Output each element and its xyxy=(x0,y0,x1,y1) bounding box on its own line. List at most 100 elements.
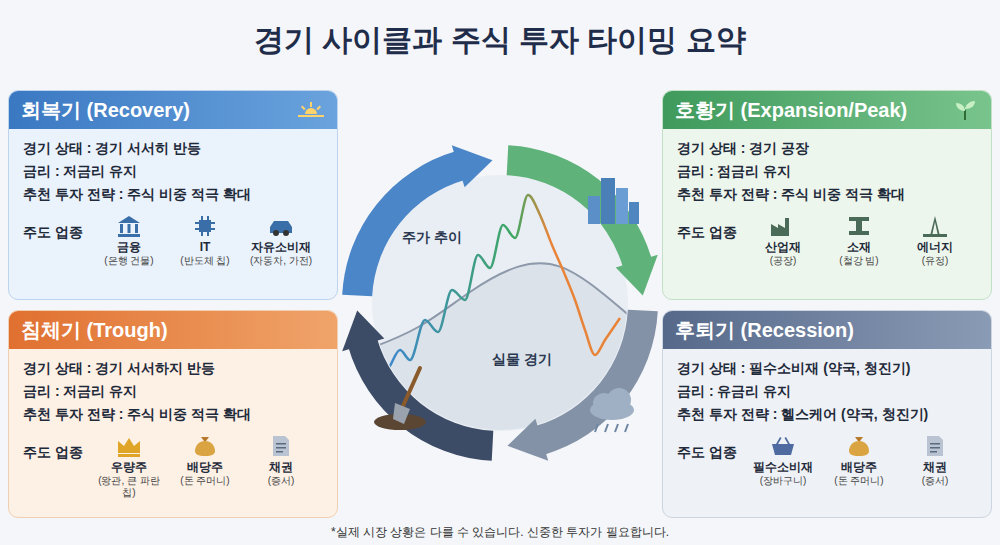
car-shape xyxy=(273,230,289,236)
chip-shape xyxy=(199,220,211,232)
phase-detail: 경기 상태 : 필수소비재 (약국, 청진기) xyxy=(677,357,979,380)
cloud xyxy=(607,388,631,412)
phase-detail: 추천 투자 전략 : 헬스케어 (약국, 청진기) xyxy=(677,403,979,426)
sector-item: 금융(은행 건물) xyxy=(91,214,167,267)
panel-header: 침체기 (Trough) xyxy=(9,311,337,349)
crown-shape xyxy=(118,438,140,453)
oil-icon xyxy=(921,214,949,238)
crown-shape xyxy=(118,454,140,457)
cycle-arc xyxy=(507,145,652,268)
cycle-arrowhead xyxy=(616,255,658,296)
shovel xyxy=(374,368,426,430)
building xyxy=(588,196,600,224)
sector-name: 필수소비재 xyxy=(745,460,821,475)
phase-detail: 금리 : 저금리 유지 xyxy=(23,160,325,183)
panel-header: 회복기 (Recovery) xyxy=(9,91,337,129)
sun-shape xyxy=(305,108,317,114)
sector-note: (공장) xyxy=(745,255,821,267)
sprout-shape xyxy=(956,101,975,111)
chart-label: 주가 추이 xyxy=(398,228,466,248)
chip-shape xyxy=(195,216,215,236)
cycle-arc xyxy=(342,151,465,296)
phase-detail: 경기 상태 : 경기 서서하지 반등 xyxy=(23,357,325,380)
building xyxy=(601,178,615,224)
bag-shape xyxy=(849,441,869,456)
sector-name: 에너지 xyxy=(897,240,973,255)
rain xyxy=(595,424,628,432)
doc-icon xyxy=(267,434,295,458)
sprout-icon xyxy=(951,98,979,122)
cycle-arrowhead xyxy=(452,145,493,187)
bag-icon xyxy=(191,434,219,458)
sector-label: 주도 업종 xyxy=(677,214,745,242)
doc-shape xyxy=(930,443,940,453)
shovel-blade xyxy=(393,403,410,424)
caption: *실제 시장 상황은 다를 수 있습니다. 신중한 투자가 필요합니다. xyxy=(0,524,1000,541)
sector-note: (증서) xyxy=(243,475,319,487)
car-icon xyxy=(267,214,295,238)
basket-shape xyxy=(772,444,794,455)
cycle-arrowhead xyxy=(342,310,384,351)
phase-panel: 후퇴기 (Recession) 경기 상태 : 필수소비재 (약국, 청진기)금리… xyxy=(662,310,992,518)
decorations xyxy=(374,178,639,432)
bag-icon xyxy=(845,434,873,458)
sector-item: 에너지(유정) xyxy=(897,214,973,267)
doc-shape xyxy=(927,436,943,456)
bank-shape xyxy=(120,224,138,233)
sector-item: IT(반도체 칩) xyxy=(167,214,243,267)
sector-name: 금융 xyxy=(91,240,167,255)
panel-header: 호황기 (Expansion/Peak) xyxy=(663,91,991,129)
cycle-arc xyxy=(348,338,493,461)
sector-item: 소재(철강 빔) xyxy=(821,214,897,267)
sector-note: (왕관, 큰 파란 칩) xyxy=(91,475,167,499)
factory-icon xyxy=(769,214,797,238)
sector-label: 주도 업종 xyxy=(23,214,91,242)
chart-label: 실물 경기 xyxy=(488,350,556,370)
sector-item: 채권(증서) xyxy=(897,434,973,487)
panel-header: 후퇴기 (Recession) xyxy=(663,311,991,349)
economy-line xyxy=(360,263,640,352)
sector-name: 배당주 xyxy=(821,460,897,475)
sector-label: 주도 업종 xyxy=(23,434,91,462)
building xyxy=(629,202,639,224)
phase-detail: 추천 투자 전략 : 주식 비중 적극 확대 xyxy=(23,403,325,426)
sector-item: 산업재(공장) xyxy=(745,214,821,267)
cycle-arrowhead xyxy=(507,419,548,461)
sector-name: 소재 xyxy=(821,240,897,255)
sun-shape xyxy=(298,102,324,117)
sector-name: 채권 xyxy=(243,460,319,475)
sector-name: 자유소비재 xyxy=(243,240,319,255)
sun-icon xyxy=(297,98,325,122)
phase-heading: 후퇴기 (Recession) xyxy=(675,317,854,344)
phase-detail: 경기 상태 : 경기 공장 xyxy=(677,137,979,160)
sector-name: IT xyxy=(167,240,243,255)
sector-item: 배당주(돈 주머니) xyxy=(821,434,897,487)
bag-shape xyxy=(195,441,215,456)
phase-panel: 호황기 (Expansion/Peak)경기 상태 : 경기 공장금리 : 점금… xyxy=(662,90,992,300)
oil-shape xyxy=(930,216,940,236)
phase-detail: 추천 투자 전략 : 주식 비중 적극 확대 xyxy=(677,183,979,206)
sector-note: (은행 건물) xyxy=(91,255,167,267)
sector-name: 배당주 xyxy=(167,460,243,475)
phase-panel: 회복기 (Recovery) 경기 상태 : 경기 서서히 반등금리 : 저금리 … xyxy=(8,90,338,300)
crown-icon xyxy=(115,434,143,458)
sector-note: (증서) xyxy=(897,475,973,487)
phase-detail: 금리 : 유금리 유지 xyxy=(677,380,979,403)
car-shape xyxy=(270,221,292,233)
phase-detail: 경기 상태 : 경기 서서히 반등 xyxy=(23,137,325,160)
sector-item: 자유소비재(자동차, 가전) xyxy=(243,214,319,267)
sector-note: (돈 주머니) xyxy=(821,475,897,487)
sector-name: 산업재 xyxy=(745,240,821,255)
sector-note: (돈 주머니) xyxy=(167,475,243,487)
city-buildings xyxy=(588,178,639,224)
sector-item: 우량주(왕관, 큰 파란 칩) xyxy=(91,434,167,499)
sector-note: (철강 빔) xyxy=(821,255,897,267)
shovel-handle xyxy=(403,368,420,406)
sector-label: 주도 업종 xyxy=(677,434,745,462)
sector-note: (장바구니) xyxy=(745,475,821,487)
building xyxy=(616,188,628,224)
factory-shape xyxy=(771,218,789,236)
sector-name: 우량주 xyxy=(91,460,167,475)
phase-panel: 침체기 (Trough)경기 상태 : 경기 서서하지 반등금리 : 저금리 유… xyxy=(8,310,338,518)
bank-shape xyxy=(118,234,140,237)
